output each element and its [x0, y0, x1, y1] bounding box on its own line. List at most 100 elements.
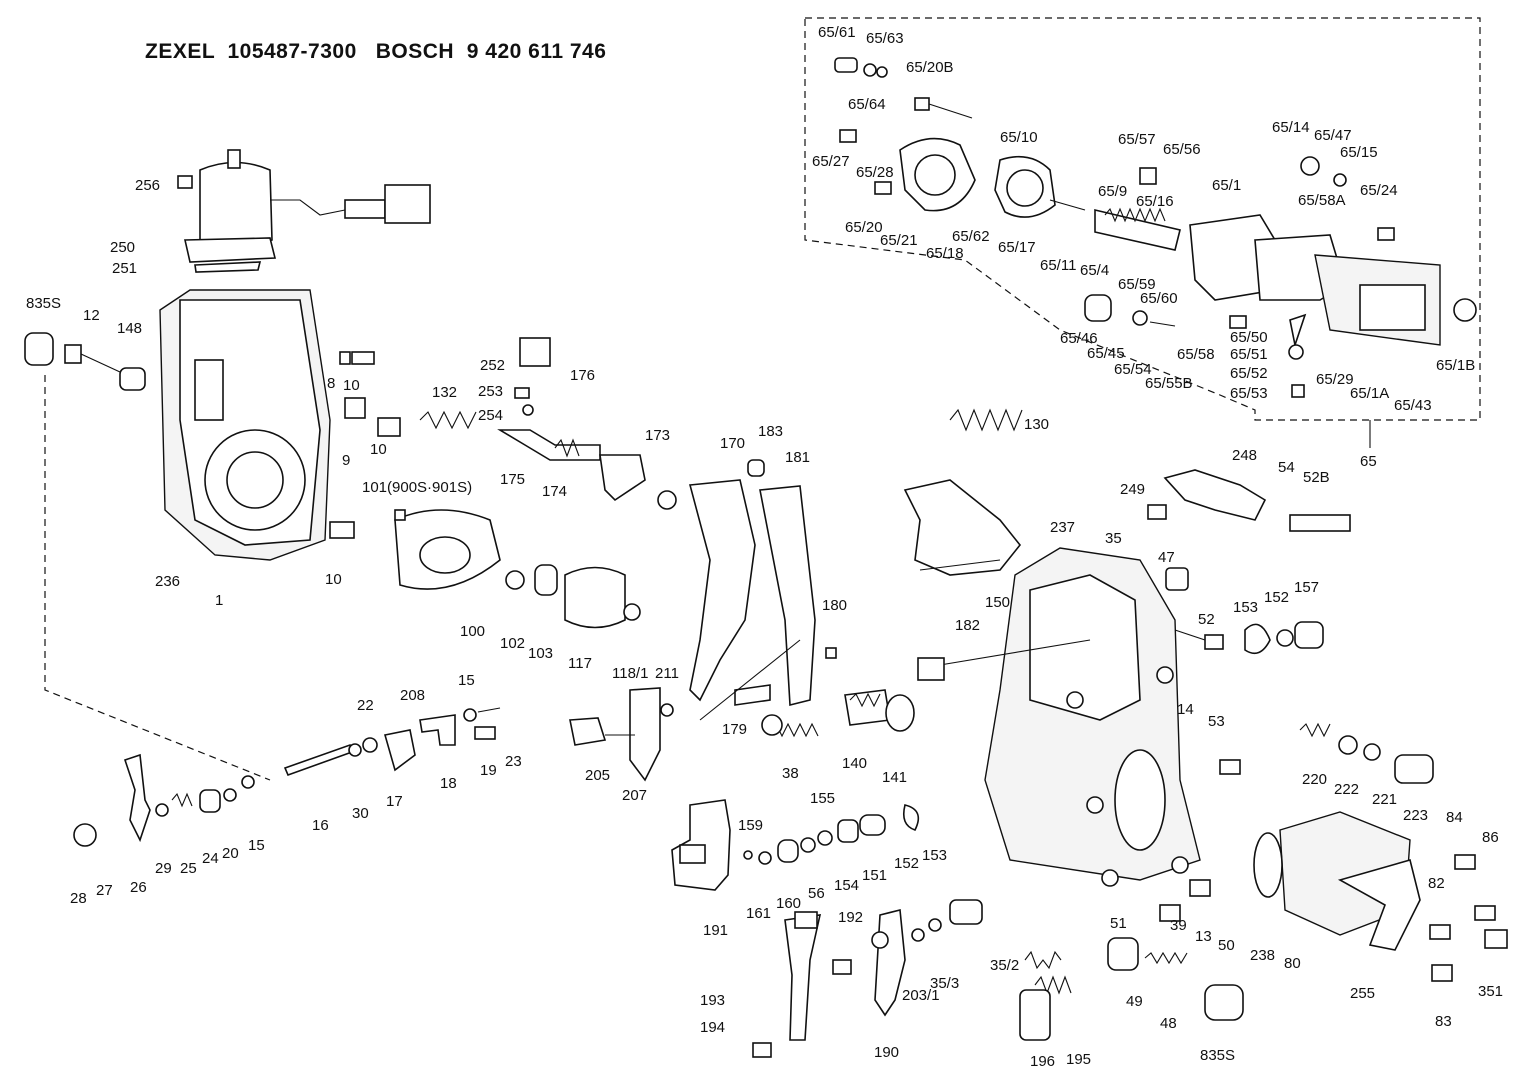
part-label: 192 — [838, 909, 863, 926]
stop-solenoid-and-governor-housing — [24, 149, 431, 561]
part-label: 65/21 — [880, 232, 918, 249]
part-label: 161 — [746, 905, 771, 922]
part-label: 220 — [1302, 771, 1327, 788]
part-label: 148 — [117, 320, 142, 337]
part-label: 65/55B — [1145, 375, 1193, 392]
part-label: 141 — [882, 769, 907, 786]
part-label: 248 — [1232, 447, 1257, 464]
part-label: 101(900S·901S) — [362, 479, 472, 496]
part-label: 22 — [357, 697, 374, 714]
part-label: 835S — [1200, 1047, 1235, 1064]
part-label: 65/47 — [1314, 127, 1352, 144]
part-label: 249 — [1120, 481, 1145, 498]
part-label: 205 — [585, 767, 610, 784]
governor-cover-subassembly — [834, 57, 1477, 398]
lower-linkage-group — [44, 375, 501, 847]
part-label: 253 — [478, 383, 503, 400]
part-label: 65/1 — [1212, 177, 1241, 194]
part-label: 16 — [312, 817, 329, 834]
part-label: 8 — [327, 375, 335, 392]
part-label: 351 — [1478, 983, 1503, 1000]
part-label: 65/15 — [1340, 144, 1378, 161]
part-label: 18 — [440, 775, 457, 792]
part-label: 194 — [700, 1019, 725, 1036]
part-label: 84 — [1446, 809, 1463, 826]
part-label: 154 — [834, 877, 859, 894]
part-label: 160 — [776, 895, 801, 912]
part-label: 20 — [222, 845, 239, 862]
part-label: 65/11 — [1040, 257, 1076, 274]
part-label: 153 — [922, 847, 947, 864]
part-label: 65/58A — [1298, 192, 1346, 209]
part-label: 65/52 — [1230, 365, 1268, 382]
part-label: 86 — [1482, 829, 1499, 846]
part-label: 65/29 — [1316, 371, 1354, 388]
part-label: 65/62 — [952, 228, 990, 245]
part-label: 65/56 — [1163, 141, 1201, 158]
part-label: 65/57 — [1118, 131, 1156, 148]
part-label: 10 — [343, 377, 360, 394]
part-label: 236 — [155, 573, 180, 590]
part-label: 65/27 — [812, 153, 850, 170]
part-label: 65/50 — [1230, 329, 1268, 346]
part-label: 65/1A — [1350, 385, 1389, 402]
part-label: 103 — [528, 645, 553, 662]
part-label: 179 — [722, 721, 747, 738]
part-label: 65/60 — [1140, 290, 1178, 307]
part-label: 193 — [700, 992, 725, 1009]
part-label: 53 — [1208, 713, 1225, 730]
part-label: 17 — [386, 793, 403, 810]
part-label: 39 — [1170, 917, 1187, 934]
part-label: 118/1 — [612, 665, 648, 682]
part-label: 65 — [1360, 453, 1377, 470]
part-label: 221 — [1372, 791, 1397, 808]
part-label: 65/17 — [998, 239, 1036, 256]
part-label: 251 — [112, 260, 137, 277]
part-label: 65/1B — [1436, 357, 1475, 374]
part-label: 52B — [1303, 469, 1330, 486]
part-label: 222 — [1334, 781, 1359, 798]
part-label: 159 — [738, 817, 763, 834]
part-label: 211 — [655, 665, 679, 682]
part-label: 65/45 — [1087, 345, 1125, 362]
part-label: 10 — [325, 571, 342, 588]
part-label: 254 — [478, 407, 503, 424]
part-label: 190 — [874, 1044, 899, 1061]
part-label: 15 — [458, 672, 475, 689]
assembly-65-boundary — [804, 17, 1481, 421]
part-label: 196 — [1030, 1053, 1055, 1070]
part-label: 65/53 — [1230, 385, 1268, 402]
part-label: 83 — [1435, 1013, 1452, 1030]
part-label: 65/58 — [1177, 346, 1215, 363]
part-label: 203/1 — [902, 987, 940, 1004]
part-label: 65/59 — [1118, 276, 1156, 293]
part-label: 35/3 — [930, 975, 959, 992]
part-label: 28 — [70, 890, 87, 907]
part-label: 54 — [1278, 459, 1295, 476]
control-lever-group — [671, 799, 1072, 1058]
part-label: 102 — [500, 635, 525, 652]
part-label: 24 — [202, 850, 219, 867]
part-label: 49 — [1126, 993, 1143, 1010]
diagram-title: ZEXEL 105487-7300 BOSCH 9 420 611 746 — [145, 40, 607, 63]
part-label: 12 — [83, 307, 100, 324]
part-label: 183 — [758, 423, 783, 440]
part-label: 14 — [1177, 701, 1194, 718]
part-label: 65/43 — [1394, 397, 1432, 414]
part-label: 132 — [432, 384, 457, 401]
part-label: 65/63 — [866, 30, 904, 47]
part-label: 50 — [1218, 937, 1235, 954]
part-label: 65/46 — [1060, 330, 1098, 347]
part-label: 223 — [1403, 807, 1428, 824]
part-label: 65/61 — [818, 24, 856, 41]
part-label: 35 — [1105, 530, 1122, 547]
part-label: 252 — [480, 357, 505, 374]
pump-housing — [917, 469, 1508, 1021]
part-label: 150 — [985, 594, 1010, 611]
part-label: 140 — [842, 755, 867, 772]
part-label: 238 — [1250, 947, 1275, 964]
part-label: 182 — [955, 617, 980, 634]
part-label: 19 — [480, 762, 497, 779]
part-label: 207 — [622, 787, 647, 804]
